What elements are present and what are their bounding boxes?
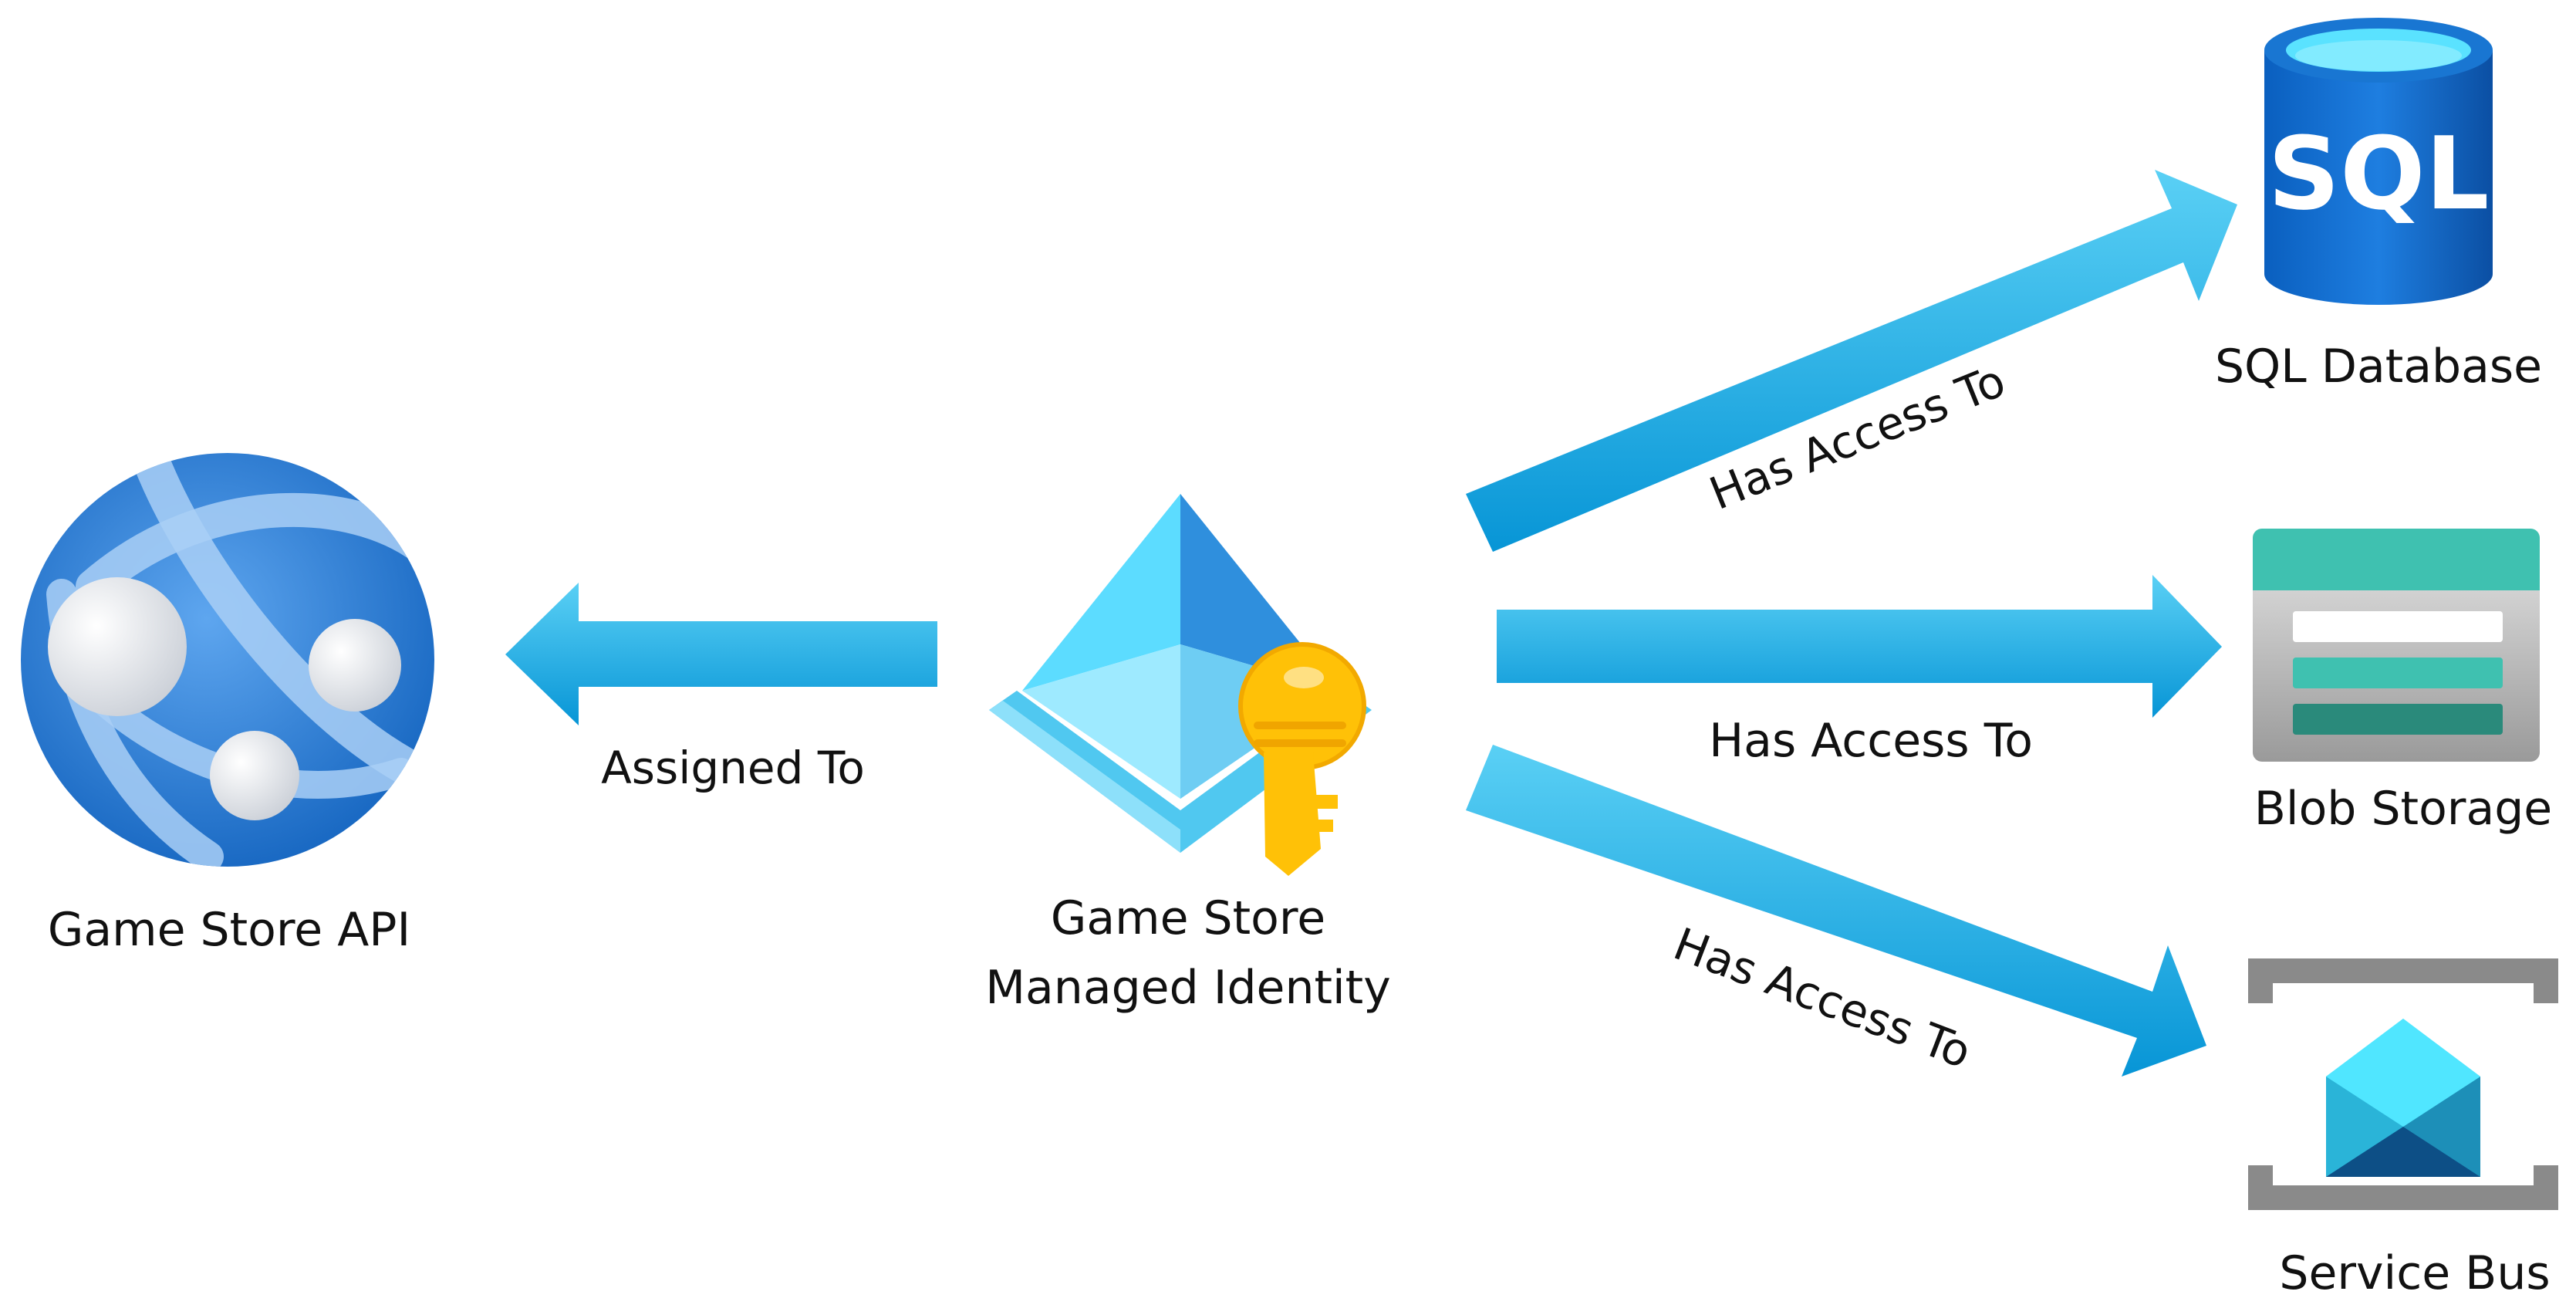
app-service-globe-icon <box>21 453 434 867</box>
access-sql-edge: Has Access To <box>1466 170 2237 552</box>
service-bus-icon <box>2248 958 2558 1210</box>
access-sql-arrow <box>1466 170 2237 552</box>
access-bus-edge: Has Access To <box>1466 745 2206 1079</box>
blob-storage-icon <box>2253 529 2540 762</box>
managed-identity-key-icon <box>989 494 1372 876</box>
sql-database-node: SQL SQL Database <box>2215 18 2542 394</box>
access-bus-arrow <box>1466 745 2206 1077</box>
blob-storage-node: Blob Storage <box>2253 529 2552 836</box>
sql-icon-text: SQL <box>2268 115 2490 232</box>
blob-storage-label: Blob Storage <box>2254 782 2552 836</box>
assigned-to-edge: Assigned To <box>505 583 937 794</box>
service-bus-label: Service Bus <box>2279 1246 2550 1300</box>
key-icon <box>1238 642 1366 876</box>
managed-identity-node: Game Store Managed Identity <box>985 494 1391 1015</box>
managed-identity-label-line2: Managed Identity <box>985 961 1390 1015</box>
access-blob-arrow <box>1497 575 2222 718</box>
sql-database-icon: SQL <box>2264 18 2493 305</box>
access-blob-label: Has Access To <box>1709 714 2033 768</box>
assigned-to-arrow <box>505 583 937 725</box>
access-blob-edge: Has Access To <box>1497 575 2222 768</box>
managed-identity-label-line1: Game Store <box>1051 891 1325 945</box>
game-store-api-label: Game Store API <box>48 903 410 957</box>
sql-database-label: SQL Database <box>2215 340 2542 394</box>
service-bus-node: Service Bus <box>2248 958 2558 1300</box>
assigned-to-label: Assigned To <box>601 742 865 794</box>
game-store-api-node: Game Store API <box>21 453 434 957</box>
